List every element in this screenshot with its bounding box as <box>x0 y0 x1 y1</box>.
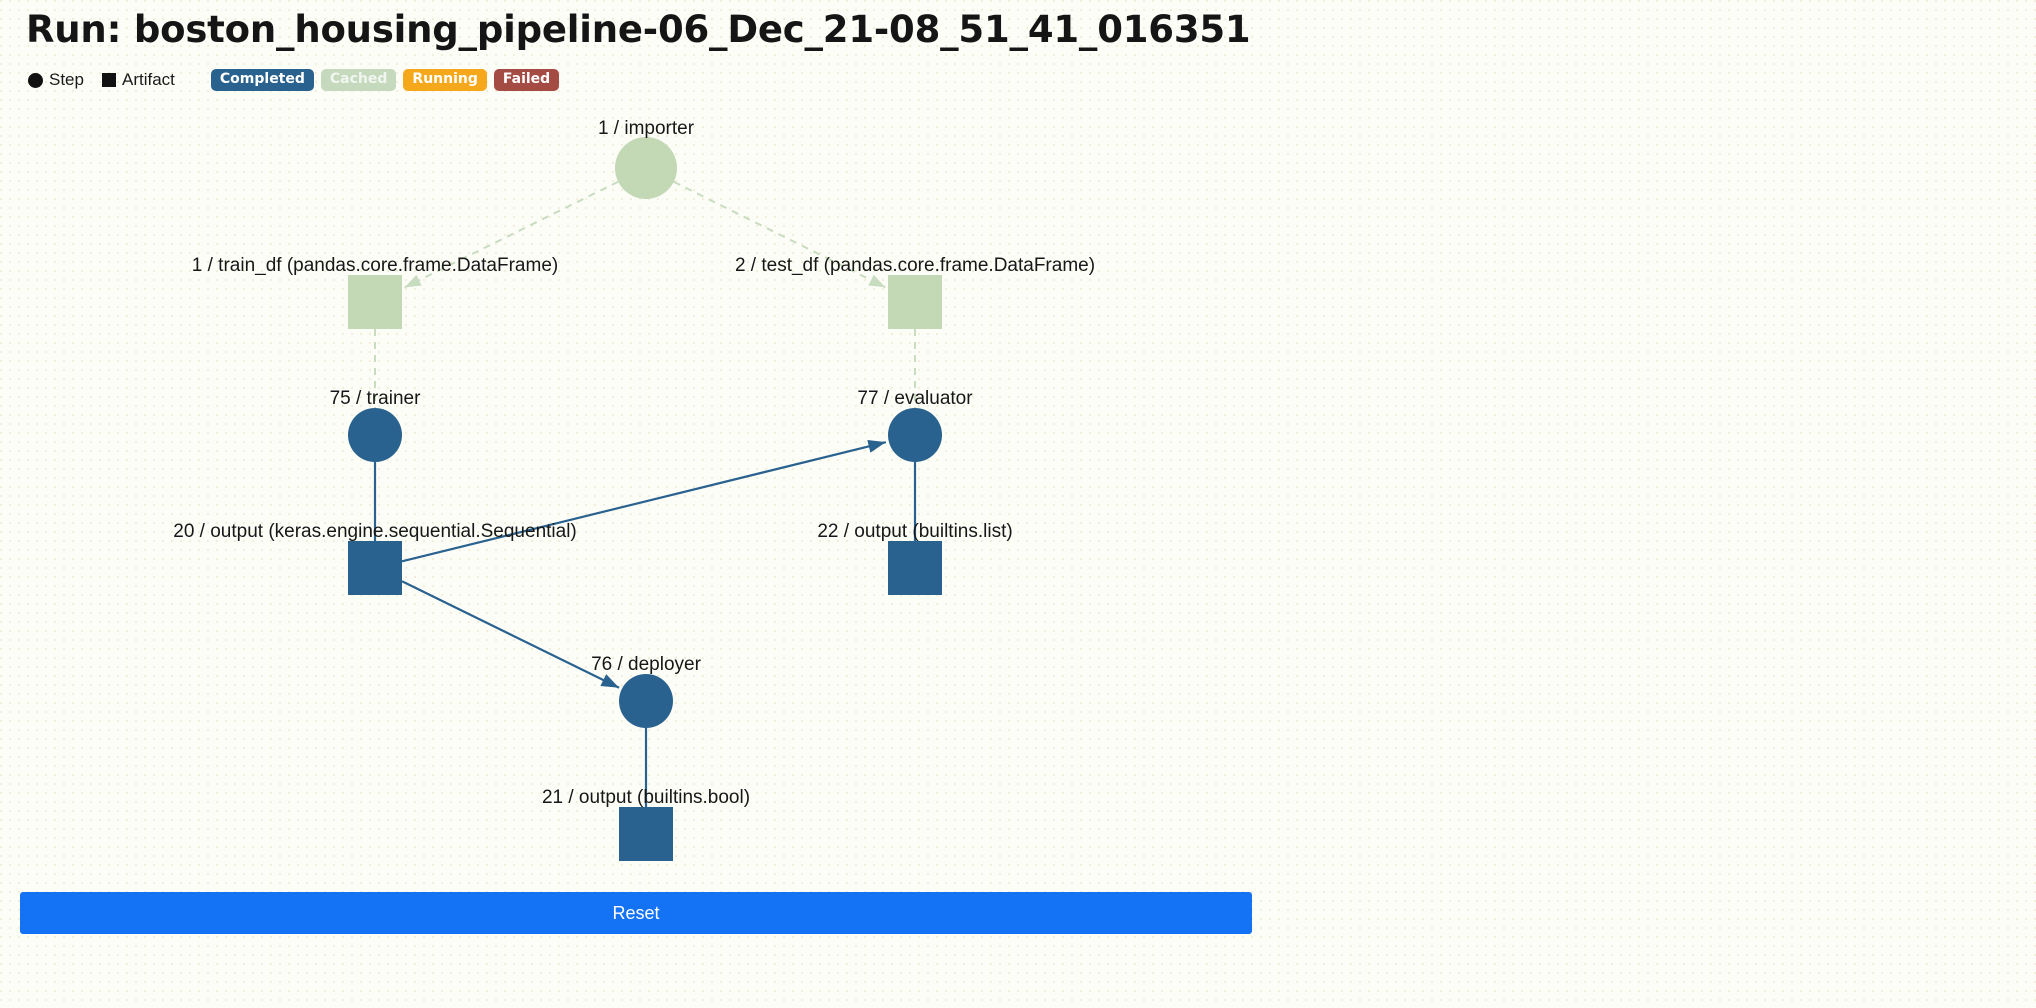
status-badge-running: Running <box>403 68 487 92</box>
reset-button[interactable]: Reset <box>20 892 1252 934</box>
legend-step-label: Step <box>49 70 84 89</box>
graph-node-output22[interactable] <box>888 541 942 595</box>
legend-item-step: Step <box>28 70 84 90</box>
page-title: Run: boston_housing_pipeline-06_Dec_21-0… <box>26 8 1251 51</box>
graph-node-train_df[interactable] <box>348 275 402 329</box>
circle-icon <box>28 72 43 88</box>
legend: Step Artifact Completed Cached Running F… <box>28 68 566 92</box>
graph-node-importer[interactable] <box>615 137 677 199</box>
graph-edge <box>673 180 886 289</box>
status-badge-failed: Failed <box>493 68 560 92</box>
graph-node-label-deployer: 76 / deployer <box>591 654 701 675</box>
graph-edge <box>404 180 619 289</box>
status-badge-completed: Completed <box>210 68 314 92</box>
graph-node-deployer[interactable] <box>619 674 673 728</box>
graph-node-label-train_df: 1 / train_df (pandas.core.frame.DataFram… <box>191 255 559 276</box>
graph-node-output20[interactable] <box>348 541 402 595</box>
graph-node-label-output21: 21 / output (builtins.bool) <box>541 787 751 808</box>
graph-node-label-test_df: 2 / test_df (pandas.core.frame.DataFrame… <box>734 255 1096 276</box>
graph-node-label-trainer: 75 / trainer <box>329 388 421 409</box>
graph-node-label-evaluator: 77 / evaluator <box>857 388 973 409</box>
graph-node-label-output20: 20 / output (keras.engine.sequential.Seq… <box>173 521 577 542</box>
graph-node-test_df[interactable] <box>888 275 942 329</box>
legend-item-artifact: Artifact <box>101 70 175 90</box>
graph-node-label-importer: 1 / importer <box>597 118 695 139</box>
graph-node-evaluator[interactable] <box>888 408 942 462</box>
legend-artifact-label: Artifact <box>121 70 175 89</box>
graph-node-output21[interactable] <box>619 807 673 861</box>
graph-node-label-output22: 22 / output (builtins.list) <box>817 521 1013 542</box>
graph-edge <box>401 439 887 563</box>
legend-status-badges: Completed Cached Running Failed <box>210 68 566 92</box>
graph-node-trainer[interactable] <box>348 408 402 462</box>
graph-edge <box>401 580 620 689</box>
dag-graph[interactable]: 1 / importer 1 / train_df (pandas.core.fr… <box>0 0 2036 900</box>
edge-layer <box>373 180 917 807</box>
square-icon <box>101 73 116 87</box>
status-badge-cached: Cached <box>320 68 397 92</box>
